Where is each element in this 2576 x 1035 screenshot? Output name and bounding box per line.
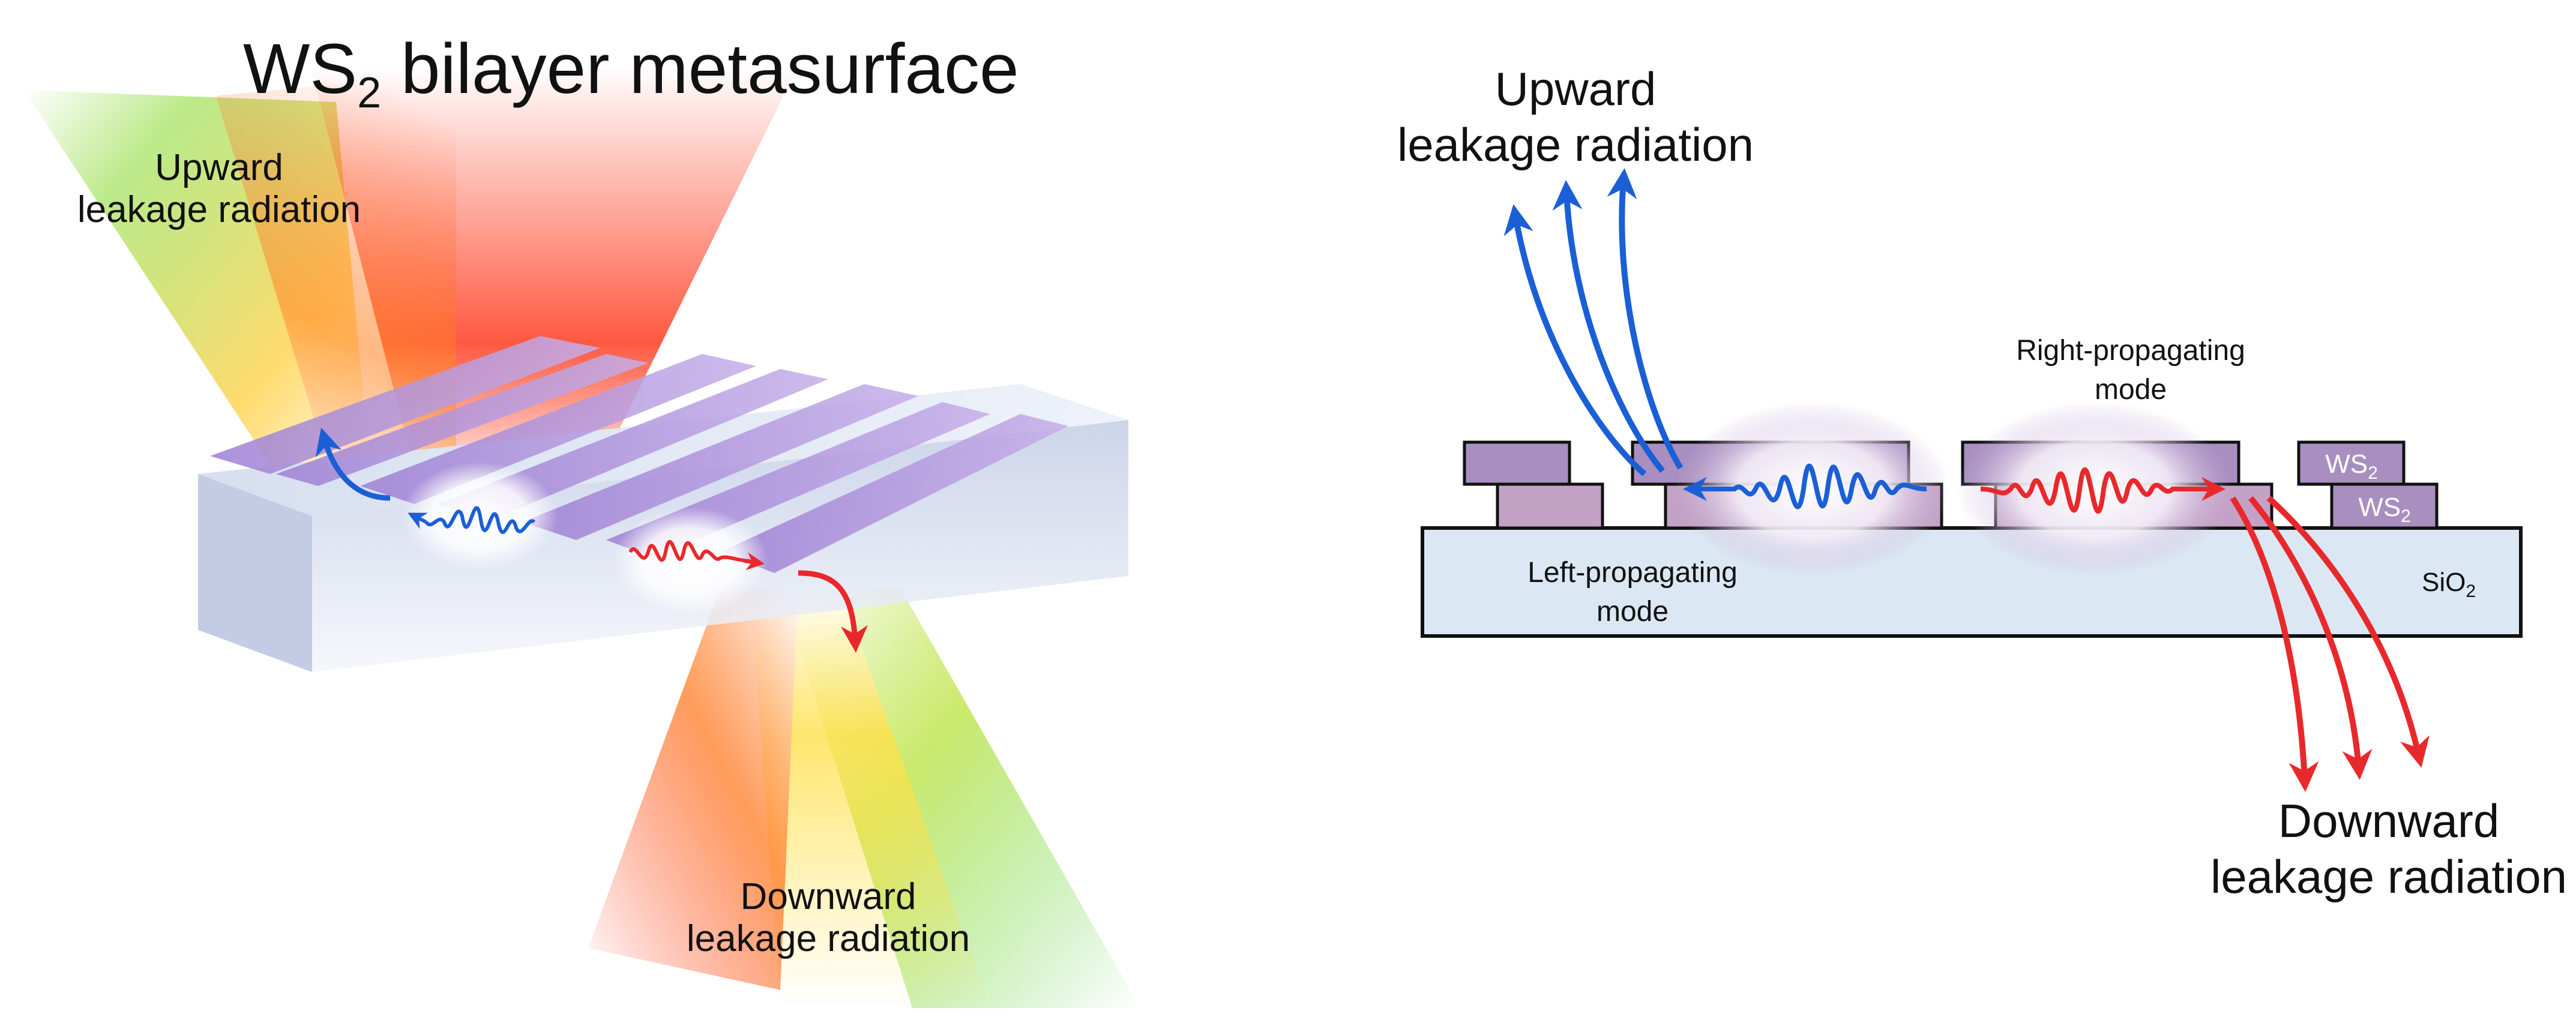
ws2-label-bottom-sub: 2 (2401, 506, 2411, 526)
red-wavepacket (1980, 467, 2209, 514)
right-upward-label-line1: Upward (1495, 62, 1657, 115)
ws2-label-top-sub: 2 (2368, 463, 2378, 483)
title-ws: WS (243, 29, 357, 109)
sio2-label-sub: 2 (2466, 581, 2476, 601)
left-mode-label-line2: mode (1596, 596, 1669, 628)
ws2-bottom-block-4 (2330, 482, 2439, 530)
left-title: WS2 bilayer metasurface (243, 29, 1019, 117)
sio2-label: SiO2 (2422, 568, 2476, 601)
ws2-label-top: WS2 (2325, 449, 2378, 483)
left-upward-label-line2: leakage radiation (77, 189, 361, 230)
ws2-label-bottom: WS2 (2358, 493, 2411, 526)
upward-arrow-2 (1552, 180, 1665, 473)
right-mode-glow-xsec (1957, 402, 2233, 576)
upward-arrow-3 (1607, 168, 1684, 470)
left-mode-label-line1: Left-propagating (1527, 557, 1738, 589)
downward-arrow-2 (2248, 496, 2373, 780)
right-cross-section (1421, 168, 2523, 792)
downward-arrow-1 (2230, 496, 2319, 792)
sio2-substrate (1421, 526, 2523, 638)
title-subscript-2: 2 (357, 69, 381, 117)
downward-arrow-3 (2266, 496, 2430, 768)
left-blue-arrow (408, 512, 428, 529)
ws2-label-top-main: WS (2325, 449, 2368, 479)
left-downward-curl-arrow (798, 570, 868, 653)
right-downward-label-line1: Downward (2278, 794, 2499, 847)
title-rest: bilayer metasurface (381, 29, 1019, 109)
left-upward-label-line1: Upward (155, 147, 283, 188)
left-3d-illustration (24, 66, 1140, 1008)
upward-arrow-1 (1503, 204, 1647, 476)
left-blue-wavepacket (424, 506, 536, 534)
right-downward-label-line2: leakage radiation (2210, 850, 2567, 903)
left-red-wavepacket (628, 540, 751, 563)
left-downward-label-line2: leakage radiation (687, 918, 970, 959)
blue-wavepacket (1699, 463, 1927, 509)
right-upward-label-line2: leakage radiation (1397, 118, 1754, 171)
ws2-label-bottom-main: WS (2358, 493, 2401, 522)
ws2-grating-ridges (210, 336, 1068, 573)
ws2-top-block-1 (1463, 440, 1571, 486)
downward-leakage-beam (588, 588, 1140, 1008)
right-mode-glow (612, 507, 768, 615)
left-red-arrow (744, 552, 765, 571)
left-upward-curl-arrow (315, 427, 391, 501)
left-downward-label-line1: Downward (741, 876, 916, 917)
sio2-label-main: SiO (2422, 568, 2466, 597)
right-mode-label-line1: Right-propagating (2016, 335, 2245, 367)
right-mode-label-line2: mode (2095, 374, 2167, 406)
ws2-bottom-block-1 (1496, 482, 1604, 530)
left-mode-glow-xsec (1675, 402, 1951, 576)
